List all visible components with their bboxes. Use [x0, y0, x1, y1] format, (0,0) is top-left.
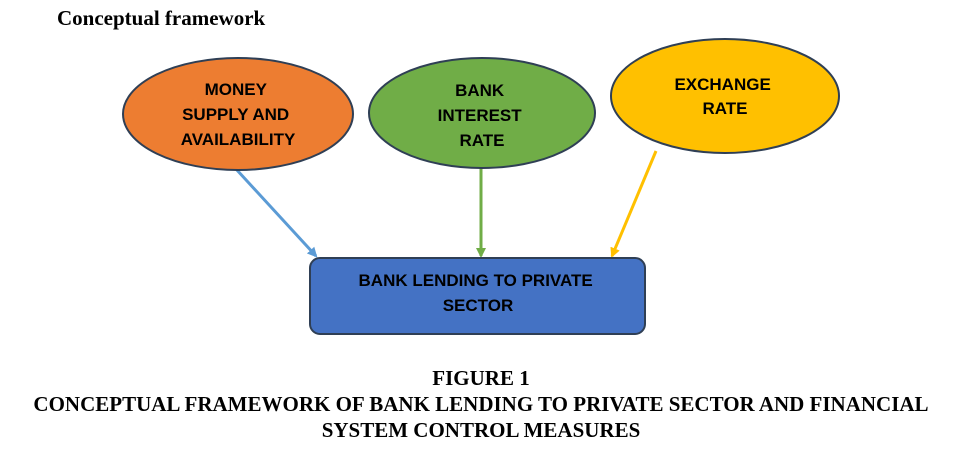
- node-exchange-rate: EXCHANGE RATE: [610, 38, 840, 154]
- node-interest-rate-line-2: INTEREST: [438, 106, 523, 125]
- node-bank-lending: BANK LENDING TO PRIVATE SECTOR: [309, 257, 646, 335]
- node-exchange-rate-label: EXCHANGE RATE: [674, 75, 775, 118]
- node-money-supply-line-3: AVAILABILITY: [181, 130, 296, 149]
- node-bank-lending-label: BANK LENDING TO PRIVATE SECTOR: [359, 271, 598, 315]
- node-money-supply-line-2: SUPPLY AND: [182, 105, 289, 124]
- figure-title: CONCEPTUAL FRAMEWORK OF BANK LENDING TO …: [33, 392, 929, 442]
- node-money-supply-line-1: MONEY: [205, 80, 268, 99]
- arrow-exchange-to-lending: [610, 150, 658, 258]
- node-money-supply: MONEY SUPPLY AND AVAILABILITY: [122, 57, 354, 171]
- node-exchange-rate-line-1: EXCHANGE: [674, 75, 770, 94]
- node-interest-rate: BANK INTEREST RATE: [368, 57, 596, 169]
- node-bank-lending-line-1: BANK LENDING TO PRIVATE: [359, 271, 593, 290]
- arrow-money-to-lending: [234, 167, 318, 258]
- page-heading: Conceptual framework: [57, 6, 266, 30]
- node-interest-rate-line-3: RATE: [459, 131, 504, 150]
- node-bank-lending-line-2: SECTOR: [443, 296, 514, 315]
- node-exchange-rate-line-2: RATE: [702, 99, 747, 118]
- node-interest-rate-label: BANK INTEREST RATE: [438, 81, 527, 150]
- conceptual-framework-diagram: MONEY SUPPLY AND AVAILABILITY BANK INTER…: [122, 38, 840, 335]
- figure-number: FIGURE 1: [432, 366, 530, 390]
- node-interest-rate-line-1: BANK: [455, 81, 505, 100]
- node-money-supply-label: MONEY SUPPLY AND AVAILABILITY: [181, 80, 296, 149]
